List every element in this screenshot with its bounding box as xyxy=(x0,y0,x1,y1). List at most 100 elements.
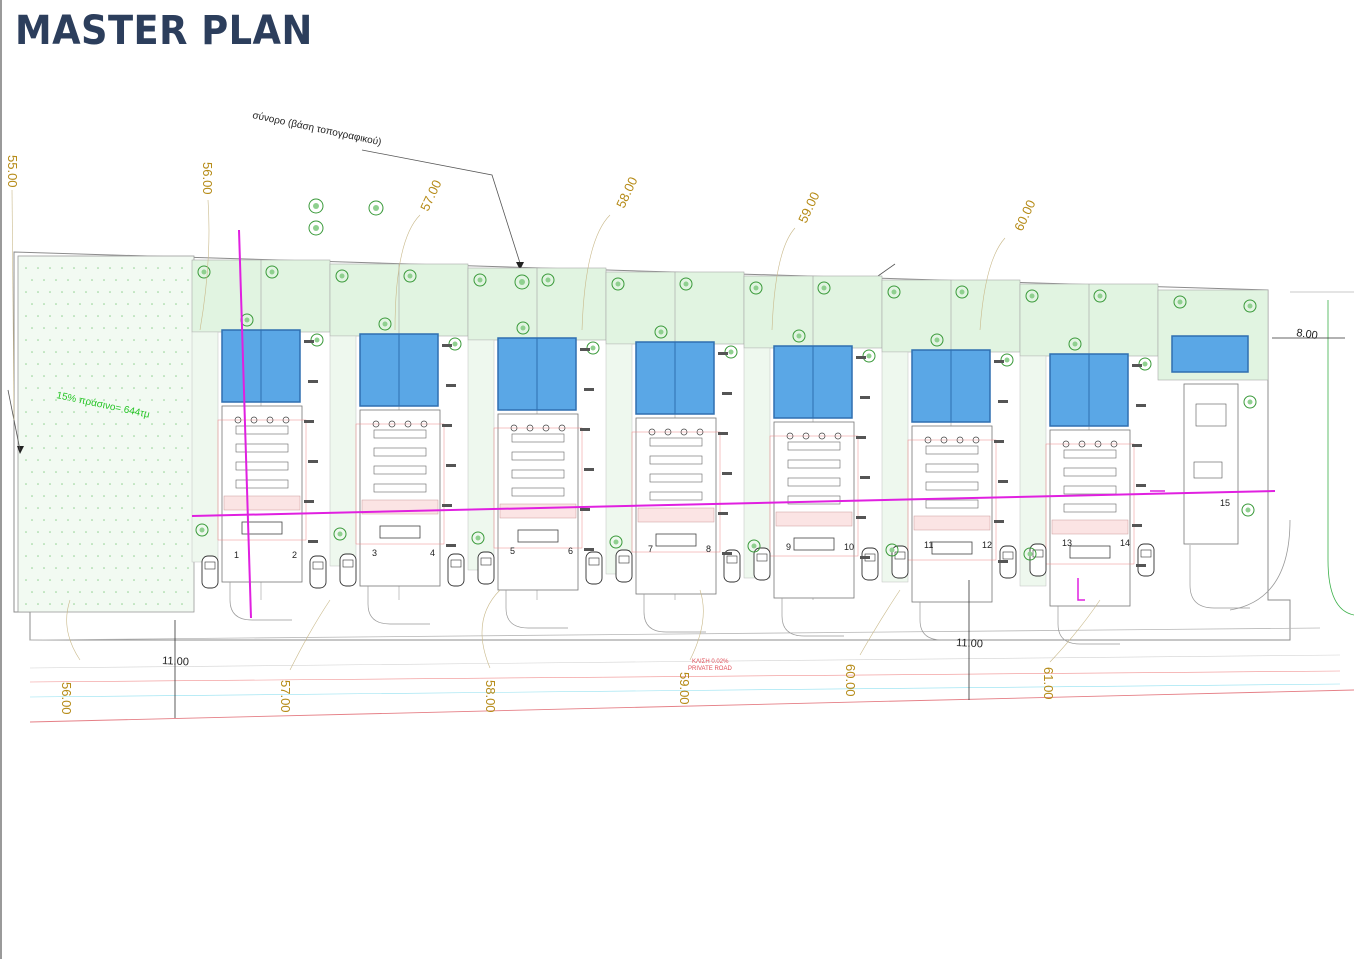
furniture-block xyxy=(925,499,979,509)
villa-pair-4 xyxy=(605,271,745,633)
hatch-dot xyxy=(163,279,165,281)
hatch-dot xyxy=(43,471,45,473)
furniture-stool xyxy=(834,432,842,440)
hatch-dot xyxy=(49,267,51,269)
hatch-dot xyxy=(127,399,129,401)
furniture-block xyxy=(511,451,565,461)
hatch-dot xyxy=(151,351,153,353)
furniture-stool xyxy=(972,436,980,444)
tree-crown xyxy=(959,289,965,295)
hatch-dot xyxy=(67,543,69,545)
contour-line-7 xyxy=(66,599,81,661)
hatch-dot xyxy=(97,339,99,341)
hatch-dot xyxy=(181,267,183,269)
hatch-dot xyxy=(73,459,75,461)
stair-block xyxy=(1069,545,1111,559)
furniture-block xyxy=(925,445,979,455)
hatch-dot xyxy=(115,423,117,425)
hatch-dot xyxy=(127,471,129,473)
hatch-dot xyxy=(133,363,135,365)
tree xyxy=(1025,289,1039,303)
hatch-dot xyxy=(61,291,63,293)
driveway-edge xyxy=(367,586,430,625)
furniture-block xyxy=(1063,503,1117,513)
hatch-dot xyxy=(37,531,39,533)
hatch-dot xyxy=(121,267,123,269)
hatch-dot xyxy=(25,555,27,557)
hatch-dot xyxy=(187,471,189,473)
hatch-dot xyxy=(127,303,129,305)
hatch-dot xyxy=(157,339,159,341)
hatch-dot xyxy=(67,447,69,449)
hatch-dot xyxy=(37,483,39,485)
parked-car xyxy=(339,553,357,587)
tree xyxy=(471,531,485,545)
furniture-block xyxy=(1195,403,1227,427)
tree-crown xyxy=(475,535,481,541)
hatch-dot xyxy=(133,507,135,509)
hatch-dot xyxy=(49,579,51,581)
parked-car xyxy=(477,551,495,585)
hatch-dot xyxy=(127,375,129,377)
road-slope-label: ΚΛΙΣΗ 0.02% xyxy=(692,659,729,665)
furniture-stool xyxy=(664,428,672,436)
hatch-dot xyxy=(55,471,57,473)
hatch-dot xyxy=(163,447,165,449)
hatch-dot xyxy=(181,315,183,317)
spot-level-mark xyxy=(304,500,314,503)
hatch-dot xyxy=(37,339,39,341)
tree xyxy=(887,285,901,299)
hatch-dot xyxy=(121,339,123,341)
hatch-dot xyxy=(139,567,141,569)
hatch-dot xyxy=(79,471,81,473)
hatch-dot xyxy=(61,435,63,437)
hatch-dot xyxy=(121,363,123,365)
hatch-dot xyxy=(169,507,171,509)
hatch-dot xyxy=(163,495,165,497)
green-area-hatch xyxy=(25,267,189,605)
spot-level-mark xyxy=(860,556,870,559)
hatch-dot xyxy=(181,291,183,293)
hatch-dot xyxy=(139,591,141,593)
tree-crown xyxy=(1247,399,1253,405)
hatch-dot xyxy=(85,483,87,485)
furniture-stool xyxy=(404,420,412,428)
hatch-dot xyxy=(115,495,117,497)
hatch-dot xyxy=(55,423,57,425)
villa-setback xyxy=(217,419,307,541)
furniture-stool xyxy=(802,432,810,440)
tree-crown xyxy=(683,281,689,287)
furniture-stool xyxy=(680,428,688,436)
hatch-dot xyxy=(169,315,171,317)
hatch-dot xyxy=(97,555,99,557)
hatch-dot xyxy=(31,495,33,497)
hatch-dot xyxy=(109,603,111,605)
hatch-dot xyxy=(139,279,141,281)
hatch-dot xyxy=(109,483,111,485)
hatch-dot xyxy=(73,387,75,389)
hatch-dot xyxy=(97,507,99,509)
page-left-rule xyxy=(0,0,2,959)
furniture-block xyxy=(235,425,289,435)
furniture-block xyxy=(649,473,703,483)
hatch-dot xyxy=(49,387,51,389)
hatch-dot xyxy=(169,387,171,389)
hatch-dot xyxy=(169,459,171,461)
tree xyxy=(611,277,625,291)
hatch-dot xyxy=(37,291,39,293)
hatch-dot xyxy=(145,387,147,389)
hatch-dot xyxy=(25,435,27,437)
contour-label-60-top: 60.00 xyxy=(1011,197,1038,233)
contour-label-59-bottom: 59.00 xyxy=(677,672,692,705)
tree-crown xyxy=(269,269,275,275)
spot-level-mark xyxy=(718,432,728,435)
hatch-dot xyxy=(85,459,87,461)
hatch-dot xyxy=(85,363,87,365)
hatch-dot xyxy=(127,519,129,521)
tree xyxy=(308,220,324,236)
furniture-block xyxy=(925,463,979,473)
contour-label-55: 55.00 xyxy=(5,155,20,188)
tree-crown xyxy=(613,539,619,545)
tree-crown xyxy=(1142,361,1148,367)
